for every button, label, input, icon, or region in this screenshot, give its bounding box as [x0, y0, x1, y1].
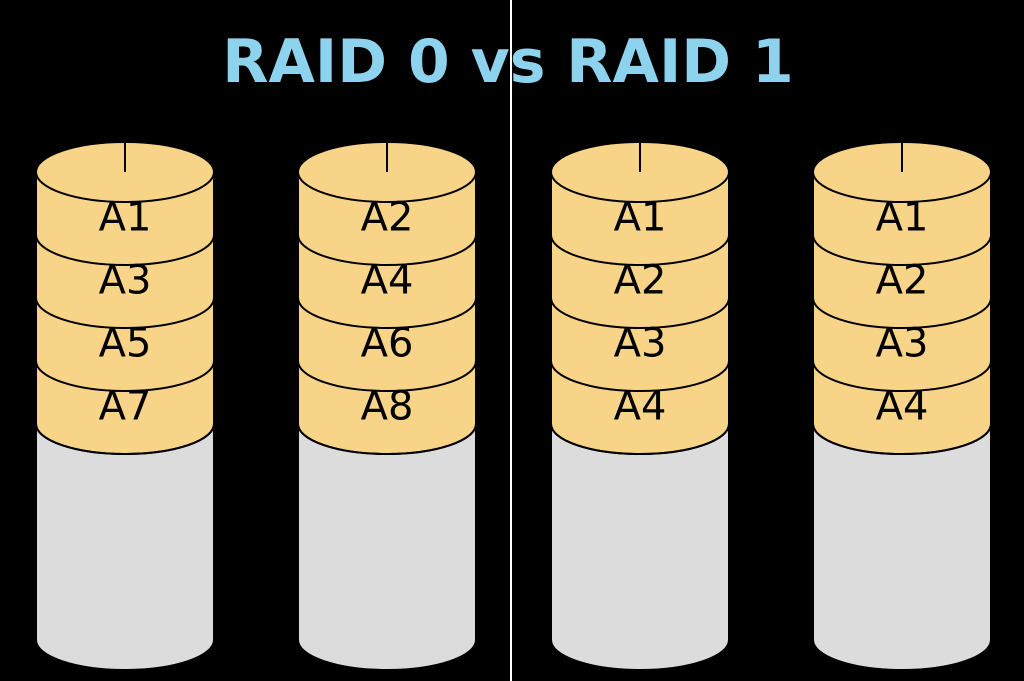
disk-body: [812, 423, 992, 671]
data-block-label: A2: [876, 258, 929, 304]
data-block-label: A8: [361, 384, 414, 430]
data-block-label: A2: [614, 258, 667, 304]
block-boundary: [35, 234, 215, 266]
disk-body: [550, 423, 730, 671]
block-boundary: [297, 360, 477, 392]
data-block-label: A3: [99, 258, 152, 304]
block-boundary: [812, 423, 992, 455]
data-block-label: A4: [361, 258, 414, 304]
block-boundary: [812, 234, 992, 266]
block-boundary: [550, 423, 730, 455]
data-block-label: A1: [614, 195, 667, 241]
block-boundary: [35, 297, 215, 329]
data-block-label: A3: [614, 321, 667, 367]
disk-body: [35, 423, 215, 671]
data-block-label: A1: [99, 195, 152, 241]
block-boundary: [35, 423, 215, 455]
block-boundary: [550, 360, 730, 392]
block-boundary: [297, 297, 477, 329]
block-boundary: [297, 234, 477, 266]
data-block-label: A4: [614, 384, 667, 430]
data-block-label: A3: [876, 321, 929, 367]
block-boundary: [35, 360, 215, 392]
block-boundary: [550, 234, 730, 266]
data-block-label: A6: [361, 321, 414, 367]
data-block-label: A7: [99, 384, 152, 430]
data-block-label: A5: [99, 321, 152, 367]
block-boundary: [297, 423, 477, 455]
data-block-label: A1: [876, 195, 929, 241]
diagram-title: RAID 0 vs RAID 1: [222, 27, 793, 97]
block-boundary: [812, 360, 992, 392]
data-block-label: A2: [361, 195, 414, 241]
data-block-label: A4: [876, 384, 929, 430]
disk-body: [297, 423, 477, 671]
block-boundary: [812, 297, 992, 329]
block-boundary: [550, 297, 730, 329]
